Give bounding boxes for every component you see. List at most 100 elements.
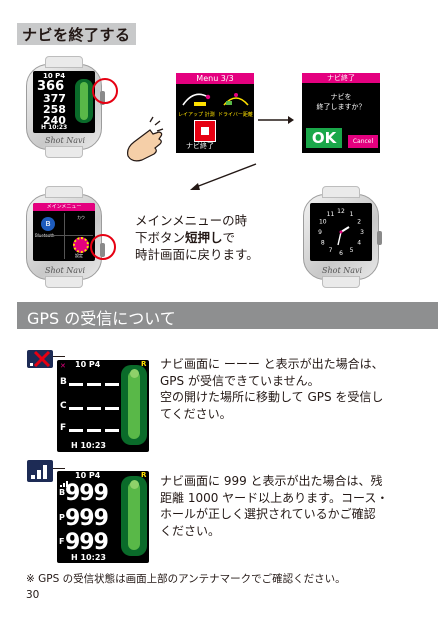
clock-numeral: 6 xyxy=(339,250,343,257)
watch-side-button[interactable] xyxy=(377,231,382,245)
page-number: 30 xyxy=(26,589,40,601)
navi-value-row-4: 240 xyxy=(43,114,66,127)
gps1-hole-map xyxy=(121,365,147,445)
gps2-footer: H 10:23 xyxy=(71,553,106,562)
instruction-line-3: 時計画面に戻ります。 xyxy=(135,247,259,262)
confirm-question-line2: 終了しますか？ xyxy=(316,103,366,111)
gps2-green xyxy=(130,480,139,489)
watch-navi: 10 P4 366 377 258 240 H 10:23 Shot Navi xyxy=(26,56,105,158)
gps1-row-c-dash-1 xyxy=(69,407,83,410)
gps1-row-b-dash-1 xyxy=(69,383,83,386)
gps2-row-f-letter: F xyxy=(59,537,65,546)
instruction-line-1: メインメニューの時 xyxy=(135,213,248,228)
menu3-item-driver: ドライバー距離 xyxy=(218,112,253,118)
layup-icon[interactable] xyxy=(180,87,212,109)
menu-cross-divider-v xyxy=(64,213,65,259)
clock-numeral: 8 xyxy=(321,240,325,247)
gps-far-distance-description: ナビ画面に 999 と表示が出た場合は、残 距離 1000 ヤード以上あります。… xyxy=(160,473,438,539)
navi-hole-map xyxy=(75,79,93,123)
watch-band-bottom xyxy=(45,276,83,288)
driver-distance-icon[interactable] xyxy=(220,87,252,109)
watch-brand-logo: Shot Navi xyxy=(45,266,86,275)
clock-hour-hand xyxy=(340,226,350,233)
clock-minute-hand xyxy=(337,231,342,246)
gps2-hole-map xyxy=(121,476,147,556)
clock-numeral: 12 xyxy=(337,208,345,215)
menu3-end-navi-icon[interactable] xyxy=(194,120,216,142)
instruction-emphasis-short-press: 短押し xyxy=(185,230,223,245)
watch-band-top xyxy=(322,186,360,198)
gps1-fairway xyxy=(128,371,140,439)
button-highlight-ring xyxy=(92,78,118,104)
gps-signal-badge xyxy=(27,460,53,482)
confirm-cancel-button[interactable]: Cancel xyxy=(348,135,378,148)
clock-numeral: 3 xyxy=(360,229,364,236)
gps1-row-f-dash-3 xyxy=(105,429,119,432)
settings-label: 設定 xyxy=(75,253,83,258)
gps2-text-line-1: ナビ画面に 999 と表示が出た場合は、残 xyxy=(160,474,383,488)
clock-numeral: 7 xyxy=(329,247,333,254)
antenna-bars-icon xyxy=(31,465,47,479)
watch-navi-screen: 10 P4 366 377 258 240 H 10:23 xyxy=(33,71,95,133)
settings-gear-icon[interactable] xyxy=(73,237,89,253)
gps2-row-p-letter: P xyxy=(59,513,65,522)
confirm-ok-button[interactable]: OK xyxy=(306,128,342,148)
menu-cross-divider-h xyxy=(35,235,93,236)
gps1-row-b-letter: B xyxy=(60,377,67,387)
callout-line xyxy=(53,356,65,357)
gps2-text-line-3: ホールが正しく選択されているかご確認 xyxy=(160,507,376,521)
section-heading-bar xyxy=(17,302,438,329)
gps1-text-line-2: GPS が受信できていません。 xyxy=(160,373,320,388)
main-menu-screen: メインメニュー ʙ Bluetooth カウ 設定 xyxy=(33,203,95,261)
menu-top-right-label: カウ xyxy=(77,215,85,220)
gps-no-signal-badge xyxy=(27,350,53,368)
navi-header: 10 P4 xyxy=(43,72,66,80)
clock-center-pin xyxy=(339,230,343,234)
main-menu-bar: メインメニュー xyxy=(33,203,95,211)
confirm-question-line1: ナビを xyxy=(330,93,352,101)
section-heading-gps: GPS の受信について xyxy=(27,309,176,328)
callout-line xyxy=(53,468,65,469)
gps1-row-c-dash-3 xyxy=(105,407,119,410)
confirm-screen: ナビ終了 ナビを 終了しますか？ OK Cancel xyxy=(302,73,380,153)
gps1-antenna-icon: ✕ xyxy=(60,362,66,370)
gps1-footer: H 10:23 xyxy=(71,441,106,450)
watch-band-top xyxy=(45,186,83,198)
gps2-antenna-icon xyxy=(60,472,72,487)
section-heading-end-navi: ナビを終了する xyxy=(22,26,131,44)
instruction-return-clock: メインメニューの時 下ボタン短押しで 時計画面に戻ります。 xyxy=(135,212,259,263)
clock-numeral: 5 xyxy=(350,247,354,254)
menu3-title-bar: Menu 3/3 xyxy=(176,73,254,84)
gps-no-signal-description: ナビ画面に ーーー と表示が出た場合は、 GPS が受信できていません。 空の開… xyxy=(160,356,438,422)
navi-value-row-3: 258 xyxy=(43,103,66,116)
watch-band-bottom xyxy=(322,276,360,288)
clock-numeral: 11 xyxy=(327,211,335,218)
footnote-antenna: ※ GPS の受信状態は画面上部のアンテナマークでご確認ください。 xyxy=(26,573,346,585)
antenna-cross-icon xyxy=(30,350,51,368)
menu3-title: Menu 3/3 xyxy=(196,74,234,83)
menu3-item-end-navi: ナビ終了 xyxy=(186,142,214,150)
bluetooth-icon[interactable]: ʙ xyxy=(41,217,55,231)
gps2-text-line-4: ください。 xyxy=(160,523,221,538)
navi-value-row-2: 377 xyxy=(43,92,66,105)
clock-numeral: 2 xyxy=(357,219,361,226)
gps1-text-line-4: てください。 xyxy=(160,406,232,421)
clock-numeral: 9 xyxy=(318,229,322,236)
navi-fairway xyxy=(80,82,88,120)
instruction-line-2: 下ボタン短押しで xyxy=(135,229,259,246)
gps1-row-b-dash-2 xyxy=(87,383,101,386)
clock-numeral: 1 xyxy=(350,211,354,218)
button-highlight-ring xyxy=(90,234,116,260)
gps1-row-f-letter: F xyxy=(60,423,67,433)
navi-value-row-1: 366 xyxy=(37,79,65,94)
confirm-title-bar: ナビ終了 xyxy=(302,73,380,83)
gps1-header: 10 P4 xyxy=(75,360,101,369)
gps2-text-line-2: 距離 1000 ヤード以上あります。コース・ xyxy=(160,490,389,505)
hand-tap-icon xyxy=(120,116,170,166)
gps2-header: 10 P4 xyxy=(75,471,101,480)
clock-numeral: 4 xyxy=(357,240,361,247)
watch-brand-logo: Shot Navi xyxy=(45,136,86,145)
